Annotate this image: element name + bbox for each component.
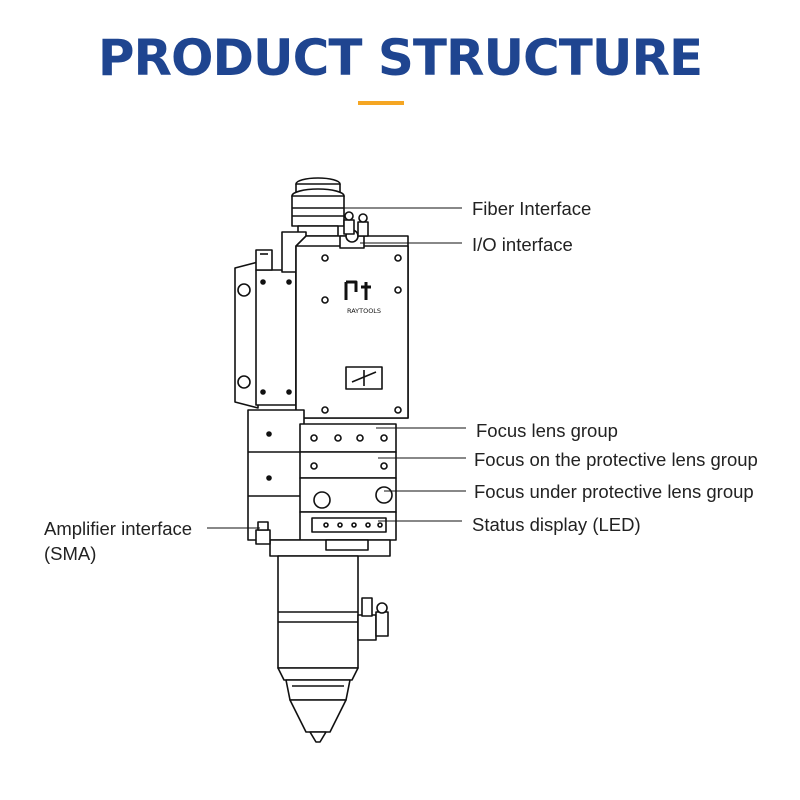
label-fiber-interface: Fiber Interface [472,198,592,219]
top-fittings [343,211,369,237]
page-title: PRODUCT STRUCTURE [97,29,703,87]
side-bracket [234,249,297,409]
nozzle-section [277,555,389,743]
label-amplifier-interface: Amplifier interface [44,518,193,539]
fiber-connector [291,177,345,237]
leader-lines [207,207,466,529]
label-focus-under-protective: Focus under protective lens group [474,481,754,502]
label-focus-lens-group: Focus lens group [476,420,618,441]
brand-logo-text: RAYTOOLS [347,307,381,315]
label-io-interface: I/O interface [472,234,573,255]
label-status-display: Status display (LED) [472,514,641,535]
electronics-box [295,229,409,419]
title-underline [358,101,404,105]
label-amplifier-sma: (SMA) [44,543,97,564]
label-focus-on-protective: Focus on the protective lens group [474,449,758,470]
lens-body [247,409,397,557]
